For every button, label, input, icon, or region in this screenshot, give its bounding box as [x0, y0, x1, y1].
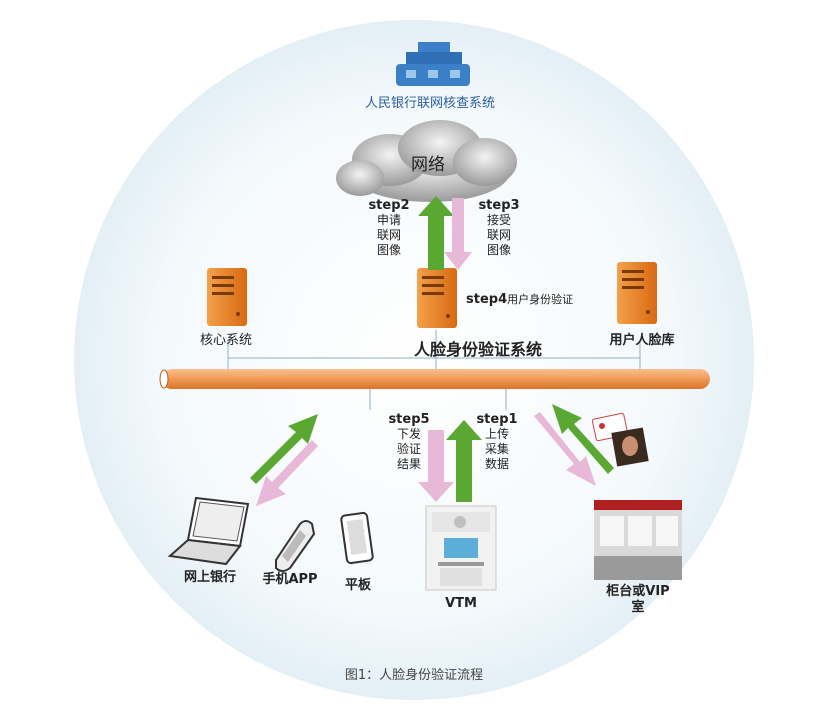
- figure-caption: 图1：人脸身份验证流程: [344, 668, 484, 683]
- network-bus: [162, 369, 710, 389]
- server-icon-face: [417, 268, 457, 328]
- step1-line3: 数据: [484, 457, 509, 471]
- face-photo: [611, 427, 649, 467]
- cloud-icon: [336, 120, 517, 202]
- step5-title: step5: [388, 412, 430, 427]
- tablet-label: 平板: [344, 578, 372, 593]
- server-icon-core: [207, 268, 247, 326]
- step5-line2: 验证: [396, 442, 421, 456]
- step1-label: step1 上传 采集 数据: [472, 412, 522, 472]
- step3-line1: 接受: [486, 213, 511, 227]
- arrow-step3: [444, 198, 472, 270]
- vtm-machine: [425, 505, 497, 591]
- step2-line3: 图像: [376, 243, 401, 257]
- cloud-label: 网络: [411, 155, 445, 175]
- step2-label: step2 申请 联网 图像: [364, 198, 414, 258]
- online-bank-label: 网上银行: [183, 570, 237, 585]
- step1-title: step1: [476, 412, 518, 427]
- tablet-icon: [340, 511, 374, 565]
- step4-title: step4: [466, 292, 508, 307]
- laptop-icon: [167, 496, 250, 566]
- step5-line1: 下发: [396, 427, 421, 441]
- step4-text: 用户身份验证: [507, 293, 574, 306]
- arrow-online-down: [256, 440, 318, 506]
- step3-line2: 联网: [486, 228, 511, 242]
- step3-title: step3: [478, 198, 520, 213]
- step5-label: step5 下发 验证 结果: [384, 412, 434, 472]
- server-icon-facedb: [617, 262, 657, 324]
- bus-connectors: [227, 330, 641, 410]
- arrow-step1: [446, 420, 482, 502]
- step2-line2: 联网: [376, 228, 401, 242]
- arrow-online-up: [250, 414, 318, 484]
- step3-line3: 图像: [486, 243, 511, 257]
- datacenter-icon: [396, 42, 470, 86]
- arrow-counter-down: [534, 412, 596, 486]
- arrow-counter-up: [552, 404, 614, 474]
- step2-title: step2: [368, 198, 410, 213]
- vtm-label: VTM: [445, 596, 477, 611]
- counter-photo: [594, 500, 682, 580]
- step3-label: step3 接受 联网 图像: [474, 198, 524, 258]
- face-db-label: 用户人脸库: [609, 333, 675, 348]
- top-system-label: 人民银行联网核查系统: [364, 96, 496, 111]
- mobile-app-label: 手机APP: [262, 572, 318, 587]
- phone-icon: [275, 520, 316, 572]
- counter-label: 柜台或VIP: [606, 584, 670, 599]
- arrow-step2: [418, 196, 454, 270]
- step2-line1: 申请: [376, 213, 401, 227]
- step4-label: step4用户身份验证: [466, 292, 573, 308]
- step5-line3: 结果: [396, 457, 421, 471]
- step1-line1: 上传: [484, 427, 509, 441]
- arrow-step5: [418, 430, 454, 502]
- counter-label-2: 室: [631, 600, 645, 615]
- core-system-label: 核心系统: [199, 333, 253, 348]
- face-system-label: 人脸身份验证系统: [413, 340, 543, 359]
- step1-line2: 采集: [484, 442, 509, 456]
